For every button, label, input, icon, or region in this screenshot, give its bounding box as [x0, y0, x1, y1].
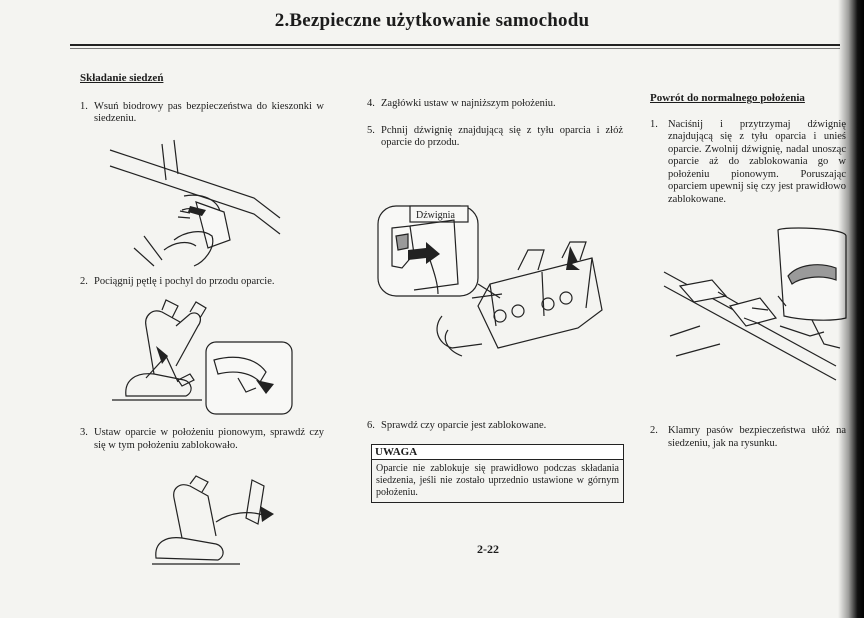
seatbelt-pocket-illustration [109, 139, 281, 267]
step-6: 6. Sprawdź czy oparcie jest zablokowane. [367, 420, 623, 433]
step-text: Pchnij dźwignię znajdującą się z tyłu op… [381, 124, 623, 149]
step-text: Pociągnij pętlę i pochyl do przodu oparc… [94, 276, 275, 287]
step-4: 4. Zagłówki ustaw w najniższym położeniu… [367, 98, 623, 111]
step-2: 2. Pociągnij pętlę i pochyl do przodu op… [80, 276, 324, 289]
step-text: Wsuń biodrowy pas bezpieczeństwa do kies… [94, 100, 324, 125]
seat-upright-illustration [152, 475, 274, 565]
step-text: Klamry pasów bezpieczeństwa ułóż na sied… [668, 425, 846, 449]
warning-body: Oparcie nie zablokuje się prawidłowo pod… [376, 463, 619, 498]
seatbelt-buckles-illustration [663, 227, 847, 381]
step-number: 2. [80, 276, 88, 287]
page-binding-shadow [838, 0, 864, 618]
header-rule [70, 44, 840, 46]
step-text: Zagłówki ustaw w najniższym położeniu. [381, 98, 556, 109]
right-column: Powrót do normalnego położenia 1. Naciśn… [650, 92, 846, 206]
left-step-3-wrap: 3. Ustaw oparcie w położeniu pionowym, s… [80, 427, 324, 452]
section-heading-folding: Składanie siedzeń [80, 72, 164, 84]
left-column: Składanie siedzeń 1. Wsuń biodrowy pas b… [80, 72, 324, 126]
middle-step-6-wrap: 6. Sprawdź czy oparcie jest zablokowane. [367, 420, 623, 433]
rear-seat-lever-illustration: Dźwignia [377, 205, 603, 357]
page-title: 2.Bezpieczne użytkowanie samochodu [274, 10, 590, 31]
step-number: 6. [367, 420, 375, 431]
step-5: 5. Pchnij dźwignię znajdującą się z tyłu… [367, 125, 623, 150]
header-rule-thin [70, 48, 840, 49]
step-text: Sprawdź czy oparcie jest zablokowane. [381, 420, 547, 431]
warning-title: UWAGA [372, 445, 623, 460]
step-number: 2. [650, 425, 658, 436]
right-step-2-wrap: 2. Klamry pasów bezpieczeństwa ułóż na s… [650, 425, 846, 450]
step-1: 1. Wsuń biodrowy pas bezpieczeństwa do k… [80, 101, 324, 126]
seat-tilt-illustration [112, 299, 293, 415]
warning-box: UWAGA Oparcie nie zablokuje się prawidło… [371, 444, 624, 503]
section-heading-restore: Powrót do normalnego położenia [650, 92, 805, 104]
page-number: 2-22 [477, 542, 499, 556]
left-step-2-wrap: 2. Pociągnij pętlę i pochyl do przodu op… [80, 276, 324, 289]
step-number: 1. [650, 118, 658, 130]
step-number: 3. [80, 427, 88, 438]
step-3: 3. Ustaw oparcie w położeniu pionowym, s… [80, 427, 324, 452]
restore-step-2: 2. Klamry pasów bezpieczeństwa ułóż na s… [650, 425, 846, 450]
step-number: 1. [80, 100, 88, 112]
lever-callout-label: Dźwignia [416, 210, 455, 221]
middle-column: 4. Zagłówki ustaw w najniższym położeniu… [367, 98, 623, 150]
step-number: 4. [367, 98, 375, 109]
step-text: Naciśnij i przytrzymaj dźwignię znajdują… [668, 118, 846, 205]
step-number: 5. [367, 124, 375, 136]
restore-step-1: 1. Naciśnij i przytrzymaj dźwignię znajd… [650, 119, 846, 207]
step-text: Ustaw oparcie w położeniu pionowym, spra… [94, 427, 324, 451]
